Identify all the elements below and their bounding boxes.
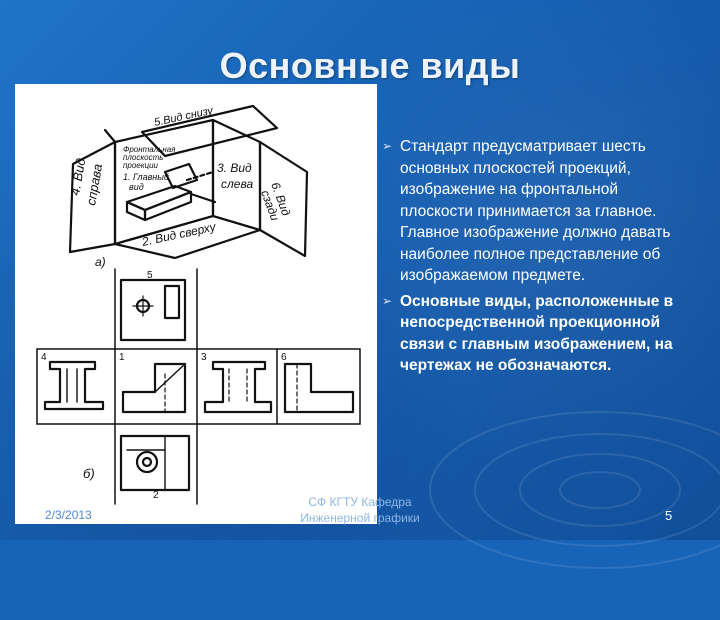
label-frontal-plane-1: Фронтальная — [123, 145, 176, 154]
label-frontal-plane-2: плоскость — [123, 153, 163, 162]
label-left-view-2: слева — [221, 177, 253, 191]
bullet-text: Основные виды, расположенные в непосредс… — [400, 292, 674, 375]
label-part-b: б) — [83, 466, 95, 481]
bullet-text: Стандарт предусматривает шесть основных … — [400, 138, 671, 284]
page-number: 5 — [665, 508, 673, 523]
bullet-list: ➢ Стандарт предусматривает шесть основны… — [382, 136, 692, 381]
footer-department-line-1: СФ КГТУ Кафедра — [308, 495, 412, 509]
unfolded-box-drawing — [68, 104, 309, 260]
footer-date: 2/3/2013 — [45, 508, 92, 522]
label-main-view-1: 1. Главный — [123, 172, 169, 182]
orthographic-views-drawing — [36, 268, 361, 505]
view-number-4: 4 — [41, 352, 47, 363]
projection-figure: 5.Вид снизу Фронтальная плоскость проекц… — [15, 84, 377, 524]
label-right-view-2: справа — [83, 163, 105, 207]
label-frontal-plane-3: проекции — [123, 161, 159, 170]
view-number-2: 2 — [153, 490, 159, 501]
label-part-a: а) — [95, 255, 106, 269]
arrow-bullet-icon: ➢ — [382, 139, 393, 153]
view-number-1: 1 — [119, 352, 125, 363]
view-number-6: 6 — [281, 352, 287, 363]
label-top-view: 2. Вид сверху — [140, 219, 218, 249]
label-left-view-1: 3. Вид — [217, 161, 252, 175]
figure-labels: 5.Вид снизу Фронтальная плоскость проекц… — [41, 104, 293, 501]
arrow-bullet-icon: ➢ — [382, 293, 393, 308]
slide-title: Основные виды — [219, 45, 521, 86]
label-main-view-2: вид — [129, 182, 144, 192]
label-bottom-view: 5.Вид снизу — [153, 104, 215, 128]
view-number-3: 3 — [201, 352, 207, 363]
bullet-item: ➢ Основные виды, расположенные в непосре… — [382, 291, 692, 377]
projection-drawing: 5.Вид снизу Фронтальная плоскость проекц… — [36, 104, 361, 505]
label-right-view-1: 4. Вид — [67, 157, 88, 197]
view-number-5: 5 — [147, 270, 153, 281]
bullet-item: ➢ Стандарт предусматривает шесть основны… — [382, 136, 692, 287]
footer-department: СФ КГТУ Кафедра Инженерной графики — [250, 494, 470, 526]
footer-department-line-2: Инженерной графики — [300, 511, 420, 525]
